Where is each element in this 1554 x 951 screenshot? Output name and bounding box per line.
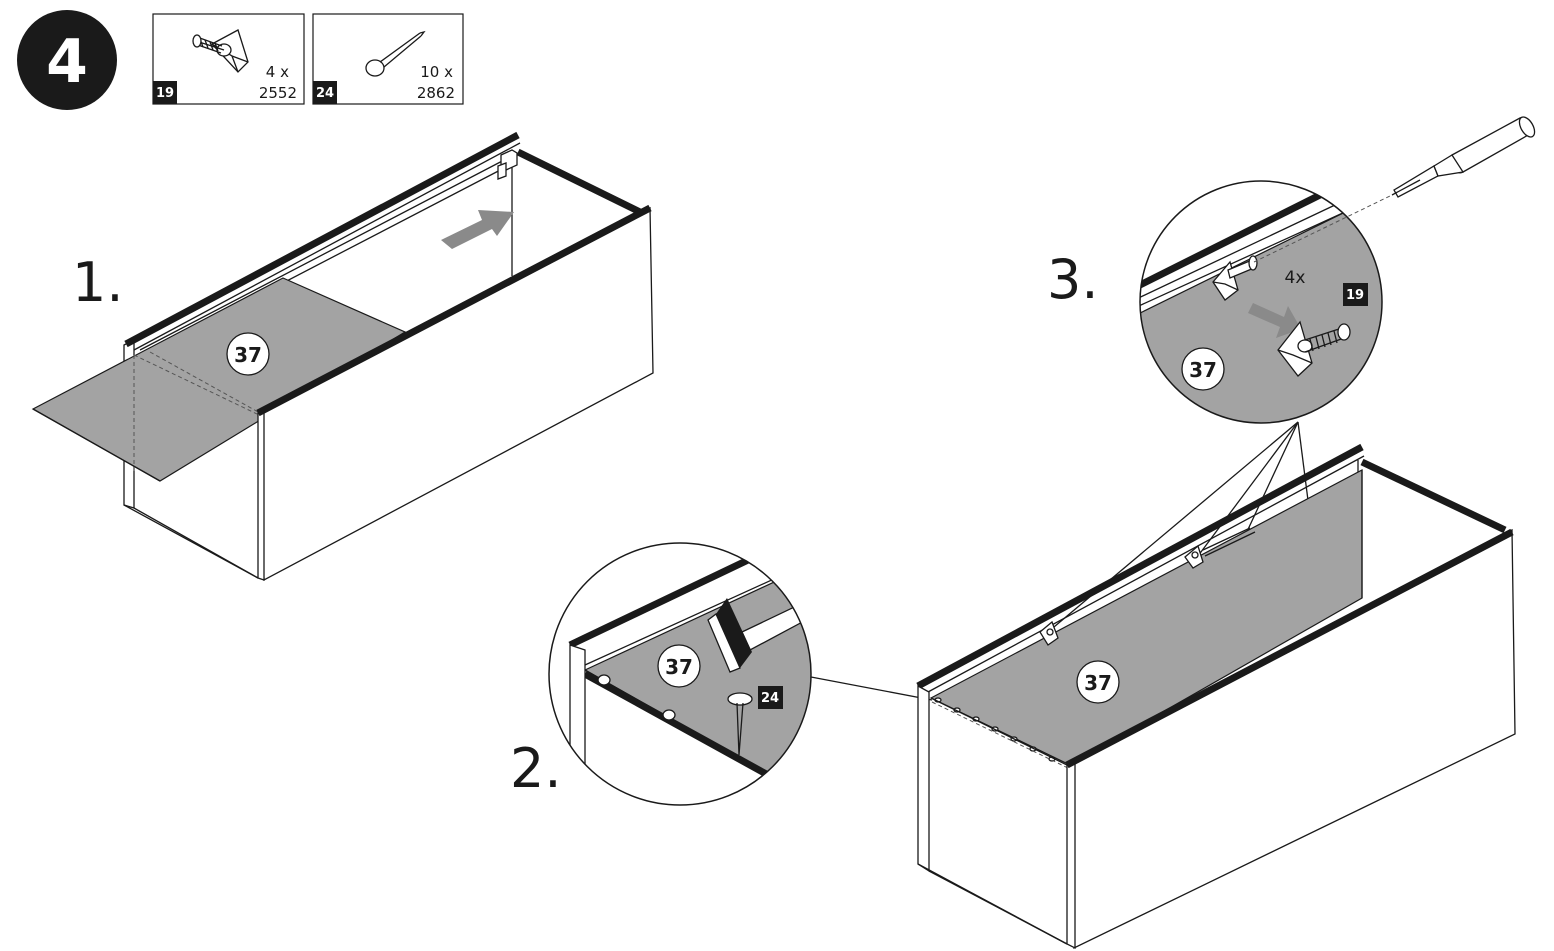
- substep-1-label: 1.: [72, 251, 124, 314]
- substep-2-label: 2.: [510, 737, 562, 800]
- insert-arrow: [1248, 303, 1301, 338]
- main-cabinet-illustration: 37: [916, 443, 1516, 950]
- panel-id-label: 37: [1084, 671, 1112, 695]
- panel-id-badge: [1181, 347, 1225, 391]
- step-header: 4 19 4 x 2552 24 10 x 2: [17, 10, 464, 110]
- substep-3-label: 3.: [1047, 248, 1099, 311]
- part-quantity: 10 x: [420, 63, 453, 81]
- step-number: 4: [46, 27, 88, 97]
- part-code: 2862: [417, 84, 455, 102]
- part-tag-19: [153, 81, 177, 104]
- part-code: 2552: [259, 84, 297, 102]
- step-badge: [17, 10, 117, 110]
- part-tag-label: 24: [316, 86, 334, 101]
- screwdriver-icon: [1253, 116, 1536, 263]
- substep-2-illustration: 2. 37 24: [510, 542, 933, 806]
- panel-id-badge: [1076, 660, 1120, 704]
- callout-leader: [810, 676, 933, 701]
- part-tag-label: 19: [1346, 288, 1364, 303]
- part-tag-24: [313, 81, 337, 104]
- part-box-24: 24 10 x 2862: [312, 13, 464, 105]
- substep-1-illustration: 1. 37: [31, 131, 654, 582]
- panel-id-label: 37: [665, 655, 693, 679]
- part-box-19: 19 4 x 2552: [152, 13, 305, 105]
- quantity-label: 4x: [1285, 268, 1306, 288]
- part-tag-19: [1343, 283, 1368, 306]
- panel-id-badge: [226, 332, 270, 376]
- part-tag-label: 19: [156, 86, 174, 101]
- panel-id-label: 37: [1189, 358, 1217, 382]
- dowel-screw-bracket-icon: [192, 29, 249, 73]
- substep-3-illustration: 3.: [1047, 116, 1536, 698]
- panel-id-badge: [657, 644, 701, 688]
- insert-arrow: [441, 210, 514, 249]
- part-tag-label: 24: [761, 691, 779, 706]
- part-tag-24: [758, 686, 783, 709]
- nail-icon: [365, 30, 426, 77]
- part-quantity: 4 x: [266, 63, 289, 81]
- panel-id-label: 37: [234, 343, 262, 367]
